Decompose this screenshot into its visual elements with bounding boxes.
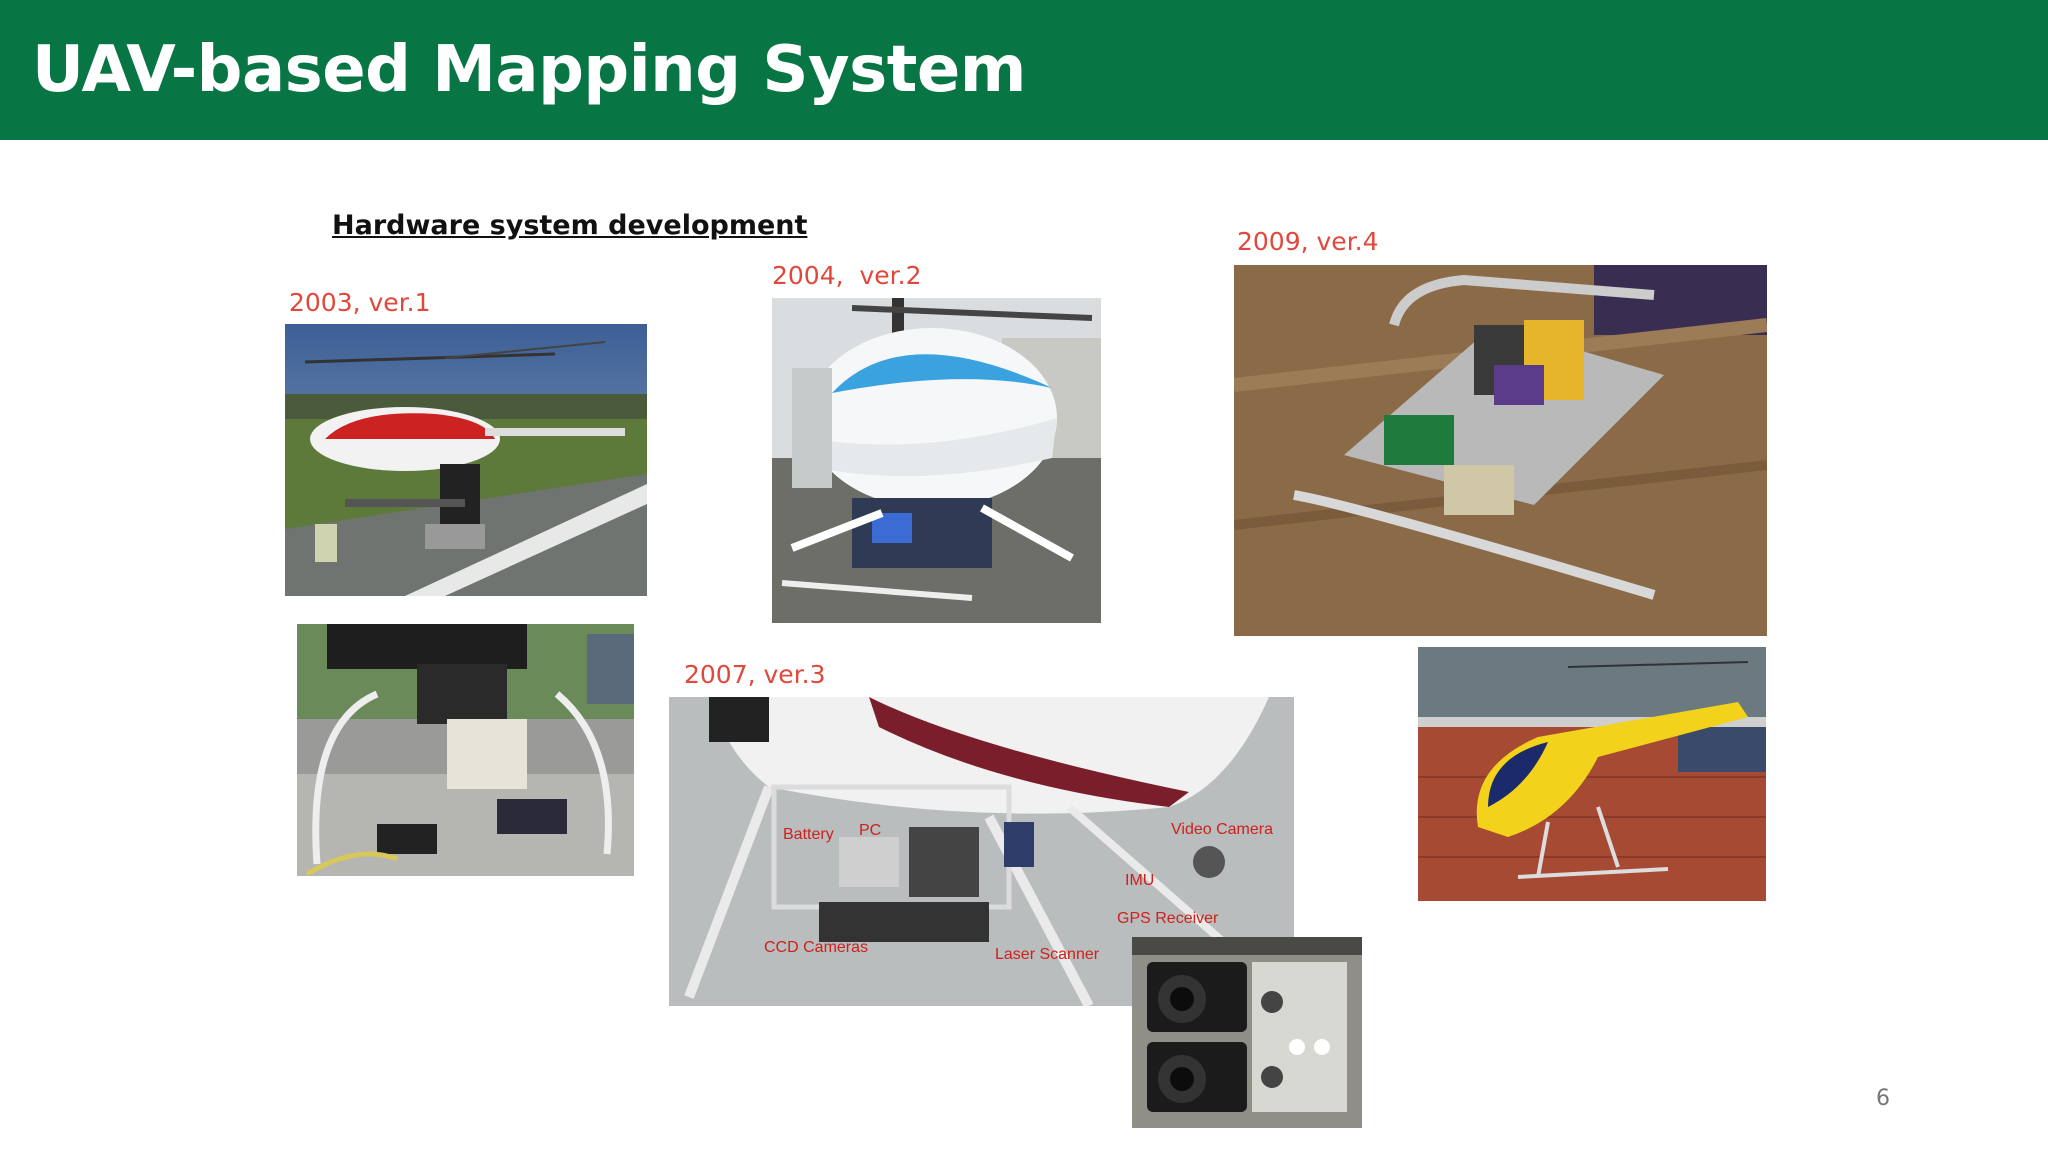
slide-title: UAV-based Mapping System — [32, 33, 1026, 107]
photo-ver2-helicopter — [772, 298, 1101, 623]
photo-ver1-helicopter — [285, 324, 647, 596]
label-ccd-cameras: CCD Cameras — [764, 939, 869, 956]
caption-ver2: 2004, ver.2 — [772, 261, 922, 290]
label-battery: Battery — [783, 826, 834, 843]
label-laser-scanner: Laser Scanner — [995, 946, 1100, 963]
label-imu: IMU — [1125, 872, 1155, 889]
caption-ver3: 2007, ver.3 — [684, 660, 826, 689]
photo-camera-array — [1132, 937, 1362, 1128]
label-pc: PC — [859, 822, 882, 839]
photo-yellow-helicopter — [1418, 647, 1766, 901]
caption-ver1: 2003, ver.1 — [289, 288, 431, 317]
label-video-camera: Video Camera — [1171, 821, 1273, 838]
title-bar: UAV-based Mapping System — [0, 0, 2048, 140]
photo-ver3-sensor-rig — [669, 697, 1294, 1006]
caption-ver4: 2009, ver.4 — [1237, 227, 1379, 256]
label-gps-receiver: GPS Receiver — [1117, 910, 1219, 927]
page-number: 6 — [1876, 1086, 1890, 1111]
photo-ver4-frame — [1234, 265, 1767, 636]
section-subtitle: Hardware system development — [332, 210, 808, 241]
photo-ver1-equipment — [297, 624, 634, 876]
